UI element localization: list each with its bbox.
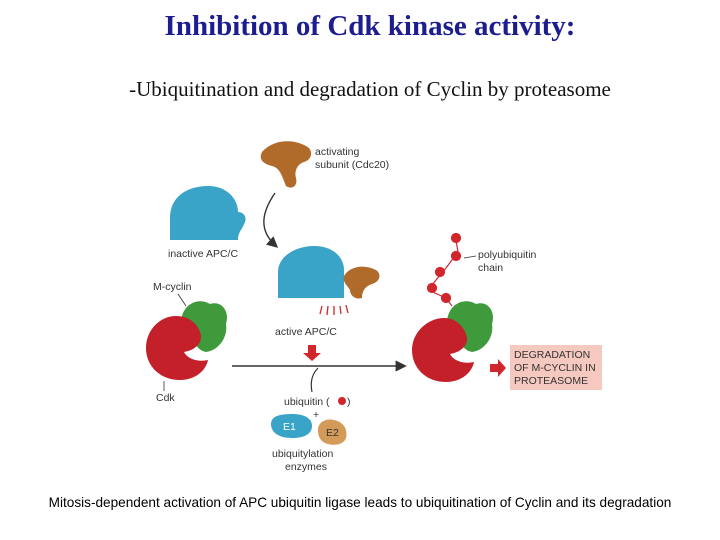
ubiquitin-input-arrow: [310, 367, 319, 393]
figure-caption: Mitosis-dependent activation of APC ubiq…: [48, 495, 672, 510]
cdk-shape-right: [412, 318, 474, 382]
degradation-label-line1: DEGRADATION: [514, 349, 590, 361]
e1-label: E1: [283, 421, 296, 433]
ubiquitin-bead: [440, 292, 452, 304]
ubiquitin-bead: [450, 232, 462, 244]
ubiquitin-label: ubiquitin (: [284, 396, 330, 408]
activating-subunit-label-line1: activating: [315, 146, 360, 158]
activation-arrow: [263, 192, 279, 248]
ubiquitin-label-close: ): [347, 396, 351, 408]
cdc20-activating-subunit-shape: [260, 141, 312, 188]
m-cyclin-shape-right: [446, 301, 494, 352]
degradation-label-line3: PROTEASOME: [514, 375, 588, 387]
active-apc-label: active APC/C: [275, 326, 337, 338]
apc-action-arrow: [303, 345, 321, 361]
degradation-label-line2: OF M-CYCLIN IN: [514, 362, 596, 374]
enzymes-label-line2: enzymes: [285, 461, 327, 473]
polyubiquitin-label-line2: chain: [478, 262, 503, 274]
degradation-arrow: [490, 359, 506, 377]
m-cyclin-label: M-cyclin: [153, 281, 192, 293]
ubiquitin-bead: [434, 266, 446, 278]
page-title: Inhibition of Cdk kinase activity:: [164, 10, 576, 42]
e2-enzyme: E2: [318, 419, 347, 445]
degradation-box: DEGRADATION OF M-CYCLIN IN PROTEASOME: [510, 345, 602, 390]
page-subtitle: -Ubiquitination and degradation of Cycli…: [129, 77, 611, 101]
activating-subunit-label-line2: subunit (Cdc20): [315, 159, 389, 171]
cdk-label: Cdk: [156, 392, 175, 404]
plus-sign: +: [313, 409, 319, 421]
e1-enzyme: E1: [271, 414, 312, 438]
inactive-apc-label: inactive APC/C: [168, 248, 238, 260]
ubiquitin-icon: [338, 397, 346, 405]
polyubiquitin-chain: [426, 232, 462, 307]
e2-label: E2: [326, 427, 339, 439]
inactive-apc-shape: [170, 186, 246, 240]
cdk-shape-left: [146, 316, 208, 380]
enzymes-label-line1: ubiquitylation: [272, 448, 333, 460]
m-cyclin-shape-left: [180, 301, 228, 352]
polyubiquitin-label-line1: polyubiquitin: [478, 249, 537, 261]
ubiquitin-bead: [426, 282, 438, 294]
ubiquitin-bead: [450, 250, 462, 262]
active-apc-shape: [278, 246, 380, 316]
